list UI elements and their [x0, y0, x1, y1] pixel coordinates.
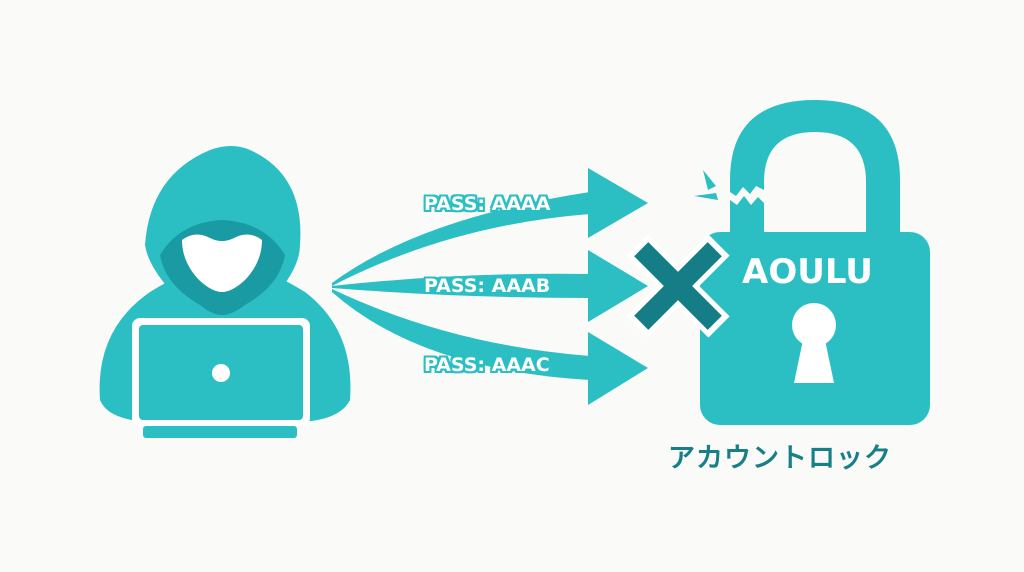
attempt-label-3: PASS: AAAC [424, 354, 550, 376]
arrow-icon [332, 192, 590, 286]
lock-text: AOULU [742, 252, 873, 292]
arrow-icon [332, 289, 590, 380]
arrowhead-icon [588, 168, 648, 238]
arrowhead-icon [588, 250, 648, 322]
attempt-label-1: PASS: AAAA [424, 193, 551, 215]
attempt-label-2: PASS: AAAB [424, 275, 551, 297]
arrow-icon [332, 273, 590, 298]
caption-account-lock: アカウントロック [668, 443, 892, 474]
arrowhead-icon [588, 332, 648, 405]
